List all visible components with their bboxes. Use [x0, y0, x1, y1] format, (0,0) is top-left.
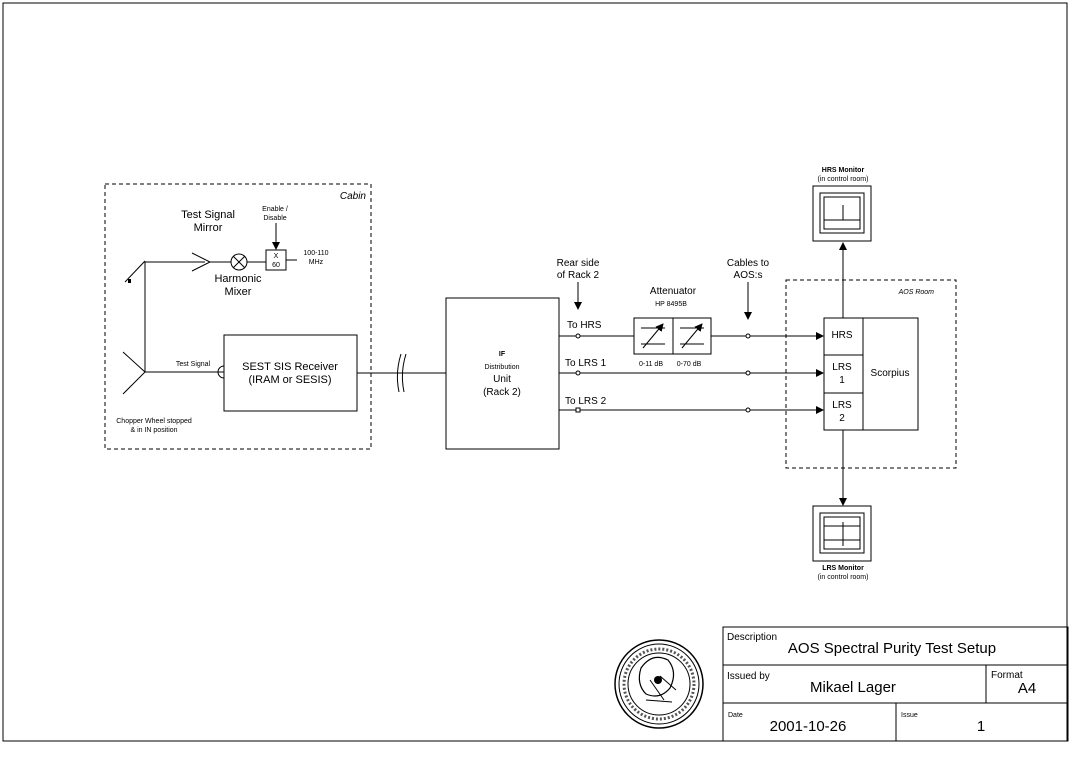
- cabin-group: Cabin Test Signal Mirror Harmonic Mixer …: [104, 183, 372, 450]
- harmonic-mixer-label-1: Harmonic: [214, 273, 262, 285]
- rear-side-label-2: of Rack 2: [557, 270, 600, 281]
- sest-sis-receiver-box: [223, 334, 358, 412]
- if-unit-label-4: (Rack 2): [483, 387, 521, 398]
- scorpius-label: Scorpius: [871, 368, 910, 379]
- if-unit-label-2: Distribution: [484, 364, 519, 371]
- lrs-monitor-label-1: LRS Monitor: [822, 565, 864, 572]
- enable-disable-label-1: Enable /: [262, 206, 288, 213]
- lrs1-cable-connector: [745, 370, 751, 376]
- enable-disable-label-2: Disable: [263, 215, 286, 222]
- harmonic-mixer-label-2: Mixer: [225, 286, 252, 298]
- test-signal-mirror-label-2: Mirror: [194, 222, 223, 234]
- hrs-connector: [575, 333, 581, 339]
- if-distribution-unit-box: [445, 297, 560, 450]
- issued-by-label: Issued by: [727, 671, 770, 682]
- test-signal-label: Test Signal: [176, 361, 211, 368]
- description-label: Description: [727, 632, 777, 643]
- mirror-mount: [128, 279, 131, 283]
- aos-room-label: AOS Room: [898, 289, 935, 296]
- sheet-border: [2, 2, 1068, 742]
- lrs-monitor-icon: [812, 505, 872, 562]
- hrs-monitor-label-2: (in control room): [818, 176, 869, 183]
- aos-lrs1-label-2: 1: [839, 375, 845, 386]
- test-signal-mirror-label-1: Test Signal: [181, 209, 235, 221]
- lrs-monitor-label-2: (in control room): [818, 574, 869, 581]
- scorpius-box: [862, 317, 919, 431]
- multiplier-label-1: X: [274, 253, 279, 260]
- if-unit-label-3: Unit: [493, 374, 511, 385]
- aos-lrs2-label-2: 2: [839, 413, 845, 424]
- hrs-monitor-icon: [812, 185, 872, 242]
- cables-to-label-2: AOS:s: [734, 270, 763, 281]
- attenuator-range-1: 0-11 dB: [639, 361, 663, 368]
- observatory-seal-logo: [614, 639, 704, 729]
- attenuator-label-2: HP 8495B: [655, 301, 687, 308]
- cables-to-label-1: Cables to: [727, 258, 770, 269]
- receiver-label-2: (IRAM or SESIS): [248, 374, 331, 386]
- receiver-input-horn: [217, 365, 225, 379]
- if-unit-label-1: IF: [499, 351, 506, 358]
- cabin-boundary: [104, 183, 372, 450]
- chopper-wheel-symbol-a: [122, 351, 146, 373]
- to-hrs-label: To HRS: [567, 320, 602, 331]
- lrs2-connector: [575, 407, 581, 413]
- frequency-label-1: 100-110: [303, 250, 328, 257]
- to-lrs2-label: To LRS 2: [565, 396, 607, 407]
- description-value: AOS Spectral Purity Test Setup: [788, 640, 996, 657]
- rear-side-label-1: Rear side: [557, 258, 600, 269]
- chopper-wheel-label-1: Chopper Wheel stopped: [116, 418, 192, 425]
- to-lrs1-label: To LRS 1: [565, 358, 607, 369]
- hrs-cable-connector: [745, 333, 751, 339]
- hrs-monitor-label-1: HRS Monitor: [822, 167, 865, 174]
- issue-value: 1: [977, 718, 985, 735]
- multiplier-label-2: 60: [272, 262, 280, 269]
- mixer-cross-b: [232, 255, 246, 269]
- lrs1-connector: [575, 370, 581, 376]
- lrs2-cable-connector: [745, 407, 751, 413]
- title-block: [722, 626, 1069, 742]
- attenuator-variable-symbol-1: [642, 323, 664, 349]
- cable-break-mark-b: [401, 353, 407, 393]
- cabin-label: Cabin: [340, 191, 367, 202]
- attenuator-label-1: Attenuator: [650, 286, 697, 297]
- date-value: 2001-10-26: [770, 718, 847, 735]
- issued-by-value: Mikael Lager: [810, 679, 896, 696]
- aos-inputs-box: [823, 317, 864, 431]
- aos-room-boundary: [785, 279, 957, 469]
- cable-break-mark-a: [396, 353, 402, 393]
- attenuator-variable-symbol-2: [681, 323, 703, 349]
- aos-lrs2-label-1: LRS: [832, 400, 852, 411]
- frequency-label-2: MHz: [309, 259, 324, 266]
- chopper-wheel-symbol-b: [122, 371, 146, 395]
- issue-label: Issue: [901, 712, 918, 719]
- attenuator-range-2: 0-70 dB: [677, 361, 702, 368]
- format-value: A4: [1018, 680, 1036, 697]
- date-label: Date: [728, 712, 743, 719]
- format-label: Format: [991, 670, 1023, 681]
- receiver-label-1: SEST SIS Receiver: [242, 361, 338, 373]
- test-signal-mirror-symbol: [124, 260, 146, 283]
- aos-lrs1-label-1: LRS: [832, 362, 852, 373]
- chopper-wheel-label-2: & in IN position: [130, 427, 177, 434]
- aos-hrs-label: HRS: [831, 330, 852, 341]
